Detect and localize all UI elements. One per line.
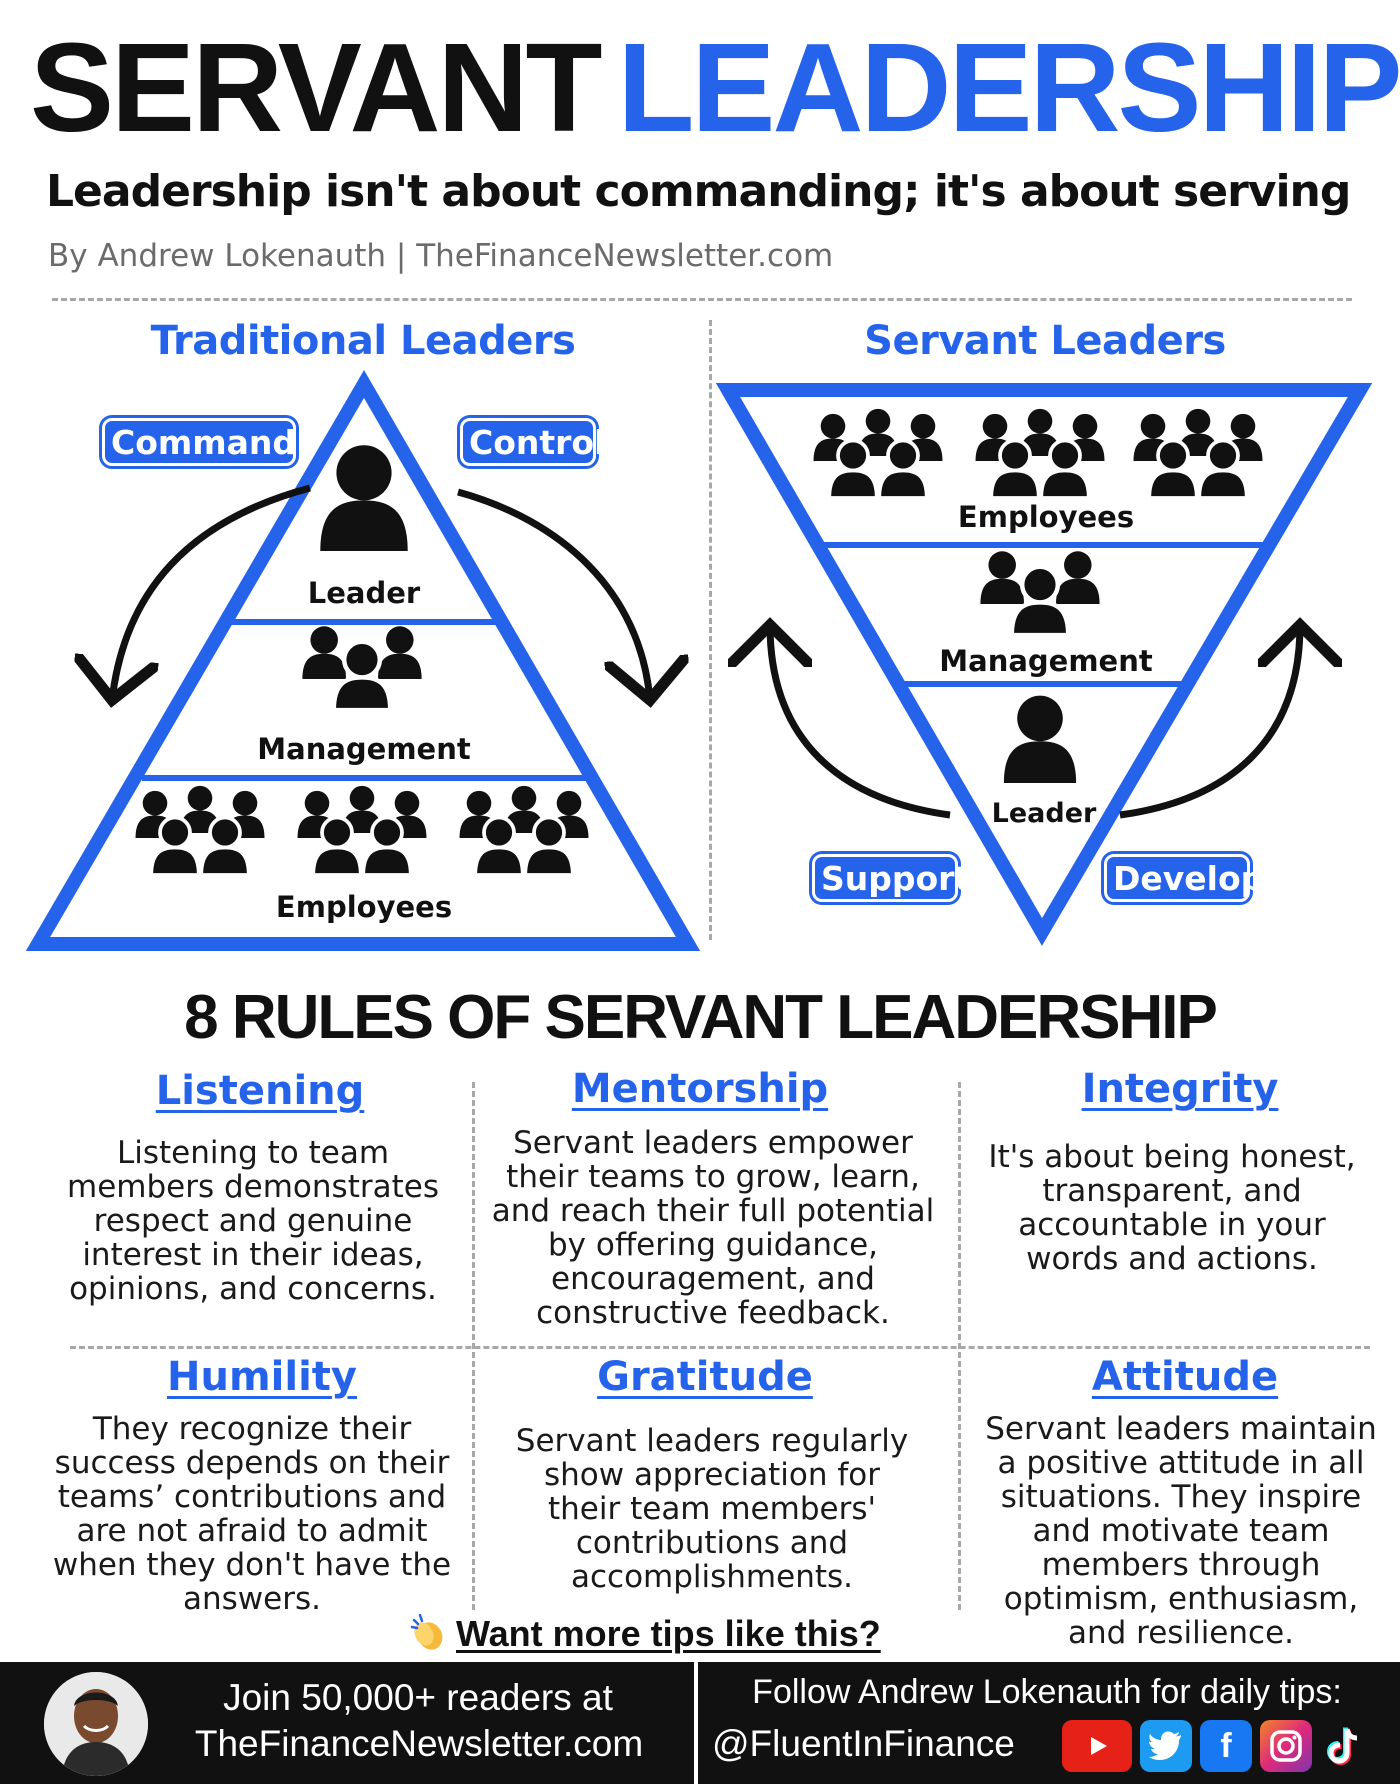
instagram-icon[interactable] xyxy=(1260,1720,1312,1772)
rule-title-gratitude: Gratitude xyxy=(597,1354,813,1400)
youtube-icon[interactable] xyxy=(1062,1720,1132,1772)
servant-level-employees: Employees xyxy=(957,500,1135,534)
rule-body-gratitude: Servant leaders regularly show appreciat… xyxy=(515,1423,909,1595)
title-leadership: LEADERSHIP xyxy=(617,17,1400,158)
facebook-icon[interactable]: f xyxy=(1200,1720,1252,1772)
develop-pill: Develop xyxy=(1104,854,1264,902)
command-arrow xyxy=(112,484,311,700)
rule-body-integrity: It's about being honest, transparent, an… xyxy=(988,1139,1356,1277)
footer-follow-text: Follow Andrew Lokenauth for daily tips: xyxy=(752,1673,1342,1711)
rule-title-humility: Humility xyxy=(167,1354,357,1400)
rules-divider-middle xyxy=(70,1346,1370,1349)
footer: Join 50,000+ readers at TheFinanceNewsle… xyxy=(0,1662,1400,1784)
rule-body-attitude: Servant leaders maintain a positive atti… xyxy=(985,1411,1377,1651)
support-arrow xyxy=(770,625,951,819)
diagrams-svg xyxy=(25,370,1373,951)
cta-line[interactable]: Want more tips like this? xyxy=(410,1612,930,1662)
control-pill: Control xyxy=(460,418,605,466)
rule-title-integrity: Integrity xyxy=(1081,1066,1279,1112)
servant-heading: Servant Leaders xyxy=(864,318,1226,364)
rule-title-listening: Listening xyxy=(155,1068,365,1114)
support-pill: Support xyxy=(812,854,970,902)
traditional-level-leader: Leader xyxy=(307,576,421,610)
header-divider xyxy=(52,298,1352,301)
footer-handle[interactable]: @FluentInFinance xyxy=(712,1723,1015,1764)
footer-site-link[interactable]: TheFinanceNewsletter.com xyxy=(194,1723,644,1764)
rules-title: 8 RULES OF SERVANT LEADERSHIP xyxy=(184,983,1218,1052)
twitter-icon[interactable] xyxy=(1140,1720,1192,1772)
command-pill: Command xyxy=(102,418,296,466)
servant-level-leader: Leader xyxy=(991,798,1097,829)
develop-arrow xyxy=(1119,625,1300,819)
traditional-heading: Traditional Leaders xyxy=(150,318,576,364)
rule-title-attitude: Attitude xyxy=(1091,1354,1279,1400)
traditional-level-employees: Employees xyxy=(275,890,453,924)
footer-divider xyxy=(694,1662,698,1784)
servant-level-management: Management xyxy=(939,644,1153,678)
clapping-hands-icon xyxy=(410,1612,448,1652)
tiktok-icon[interactable] xyxy=(1318,1720,1370,1772)
control-arrow xyxy=(457,488,650,700)
rule-body-mentorship: Servant leaders empower their teams to g… xyxy=(491,1125,935,1331)
subtitle: Leadership isn't about commanding; it's … xyxy=(46,166,1351,217)
byline: By Andrew Lokenauth | TheFinanceNewslett… xyxy=(48,238,834,274)
servant-pyramid xyxy=(715,383,1373,946)
rule-body-listening: Listening to team members demonstrates r… xyxy=(67,1135,439,1307)
traditional-level-management: Management xyxy=(257,732,471,766)
avatar xyxy=(44,1672,148,1776)
footer-join-text: Join 50,000+ readers at xyxy=(223,1677,613,1718)
cta-text[interactable]: Want more tips like this? xyxy=(456,1613,881,1654)
diagram-divider xyxy=(709,320,712,940)
rule-title-mentorship: Mentorship xyxy=(571,1066,829,1112)
title-servant: SERVANT xyxy=(30,17,602,158)
servant-employees-icon xyxy=(814,409,1263,498)
rule-body-humility: They recognize their success depends on … xyxy=(52,1411,452,1617)
